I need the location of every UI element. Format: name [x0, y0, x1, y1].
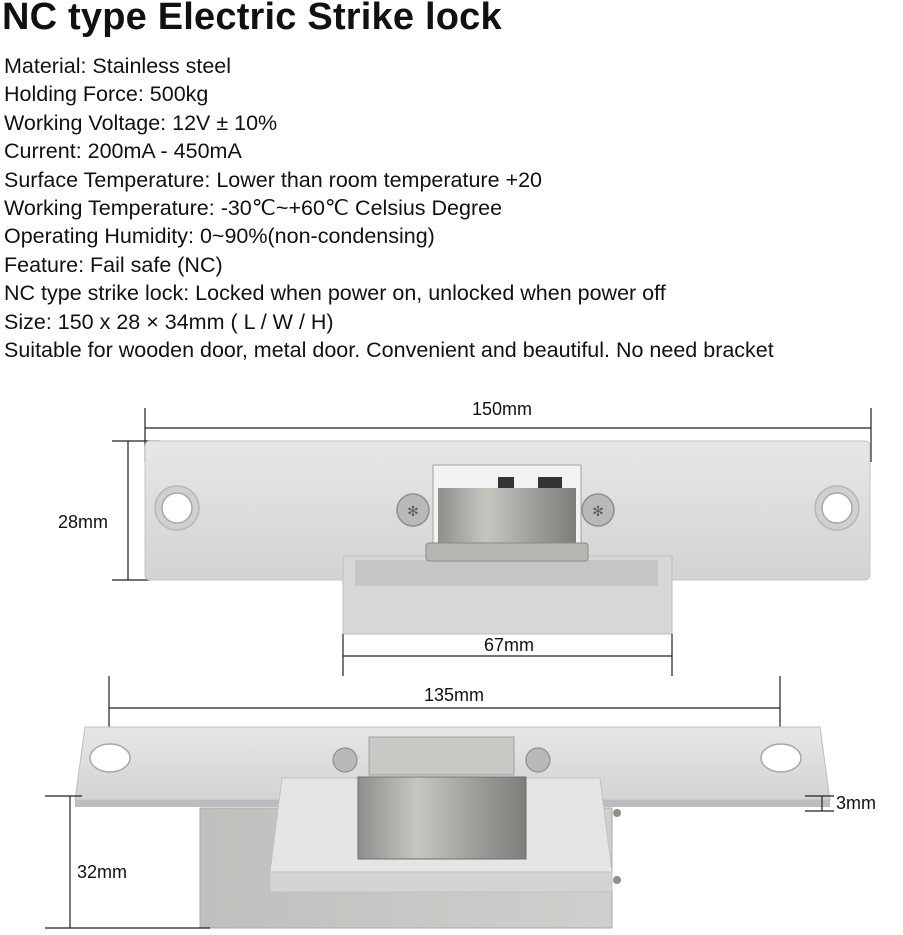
keeper-slot-2	[538, 477, 562, 488]
terminal-1	[613, 809, 621, 817]
dim-label-length: 150mm	[472, 399, 533, 419]
dim-label-width: 28mm	[58, 512, 109, 532]
spec-current: Current: 200mA - 450mA	[4, 139, 242, 164]
spec-list: Material: Stainless steel Holding Force:…	[4, 52, 774, 364]
spec-holding-force: Holding Force: 500kg	[4, 82, 209, 107]
keeper-top	[368, 736, 515, 776]
keeper-slot-1	[498, 477, 514, 488]
screw-left	[396, 493, 430, 527]
mounting-hole-right-perspective	[760, 743, 802, 773]
terminal-2	[613, 876, 621, 884]
spec-size: Size: 150 x 28 × 34mm ( L / W / H)	[4, 309, 334, 334]
page-title: NC type Electric Strike lock	[2, 0, 502, 38]
spec-working-temperature: Working Temperature: -30℃~+60℃ Celsius D…	[4, 196, 503, 221]
mounting-hole-left-perspective	[89, 743, 131, 773]
dim-label-lip: 67mm	[484, 635, 535, 655]
dim-label-hole-spacing: 135mm	[424, 685, 485, 705]
spec-nc-behaviour: NC type strike lock: Locked when power o…	[4, 281, 666, 306]
screw-right-perspective	[525, 747, 551, 773]
screw-head-left: ✻	[407, 504, 419, 520]
screw-right	[581, 493, 615, 527]
dim-label-thickness: 3mm	[836, 793, 876, 813]
spec-material: Material: Stainless steel	[4, 54, 232, 78]
spec-operating-humidity: Operating Humidity: 0~90%(non-condensing…	[4, 224, 435, 249]
lip-front-edge	[269, 871, 613, 893]
lip-recess	[355, 560, 658, 586]
perspective-view	[45, 676, 834, 929]
spec-suitable: Suitable for wooden door, metal door. Co…	[4, 338, 774, 363]
spec-surface-temperature: Surface Temperature: Lower than room tem…	[4, 167, 542, 192]
keeper	[438, 488, 576, 546]
screw-head-right: ✻	[592, 504, 604, 520]
spec-working-voltage: Working Voltage: 12V ± 10%	[4, 110, 278, 135]
hole-inner-left	[161, 492, 193, 524]
keeper-edge	[425, 542, 589, 562]
hole-inner-right	[821, 492, 853, 524]
screw-left-perspective	[332, 747, 358, 773]
dim-label-depth: 32mm	[77, 862, 128, 882]
spec-feature: Feature: Fail safe (NC)	[4, 252, 223, 277]
keeper-cylinder	[357, 776, 527, 860]
front-view: ✻ ✻	[112, 408, 872, 676]
